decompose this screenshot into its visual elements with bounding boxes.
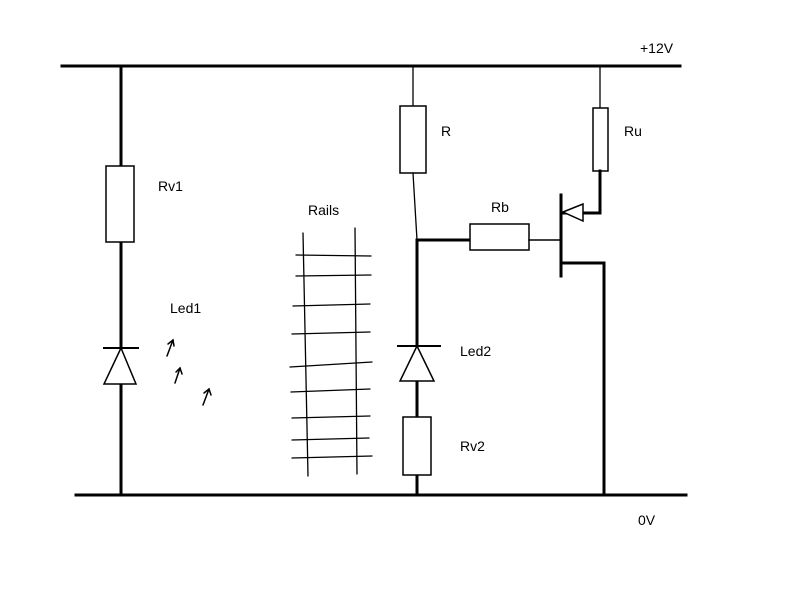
rv1-label: Rv1 <box>158 178 183 194</box>
rv2-label: Rv2 <box>460 438 485 454</box>
led2-diode <box>397 344 441 382</box>
light-emission-arrows <box>166 338 212 406</box>
ru-resistor <box>592 107 609 172</box>
led2-label: Led2 <box>460 343 492 359</box>
led1-label: Led1 <box>170 300 202 316</box>
r-resistor <box>399 105 427 174</box>
ground-rail-label: 0V <box>638 512 656 528</box>
rv1-resistor <box>105 165 135 243</box>
led1-diode <box>102 346 139 385</box>
pnp-transistor <box>559 169 606 494</box>
r-bottom-wire <box>412 172 418 241</box>
rb-resistor <box>469 223 530 251</box>
rails-label: Rails <box>308 202 340 218</box>
ru-label: Ru <box>624 123 642 139</box>
positive-rail-label: +12V <box>640 40 674 56</box>
rv2-resistor <box>402 416 432 476</box>
rb-label: Rb <box>491 199 509 215</box>
r-label: R <box>441 123 452 139</box>
rails-track <box>289 227 373 477</box>
